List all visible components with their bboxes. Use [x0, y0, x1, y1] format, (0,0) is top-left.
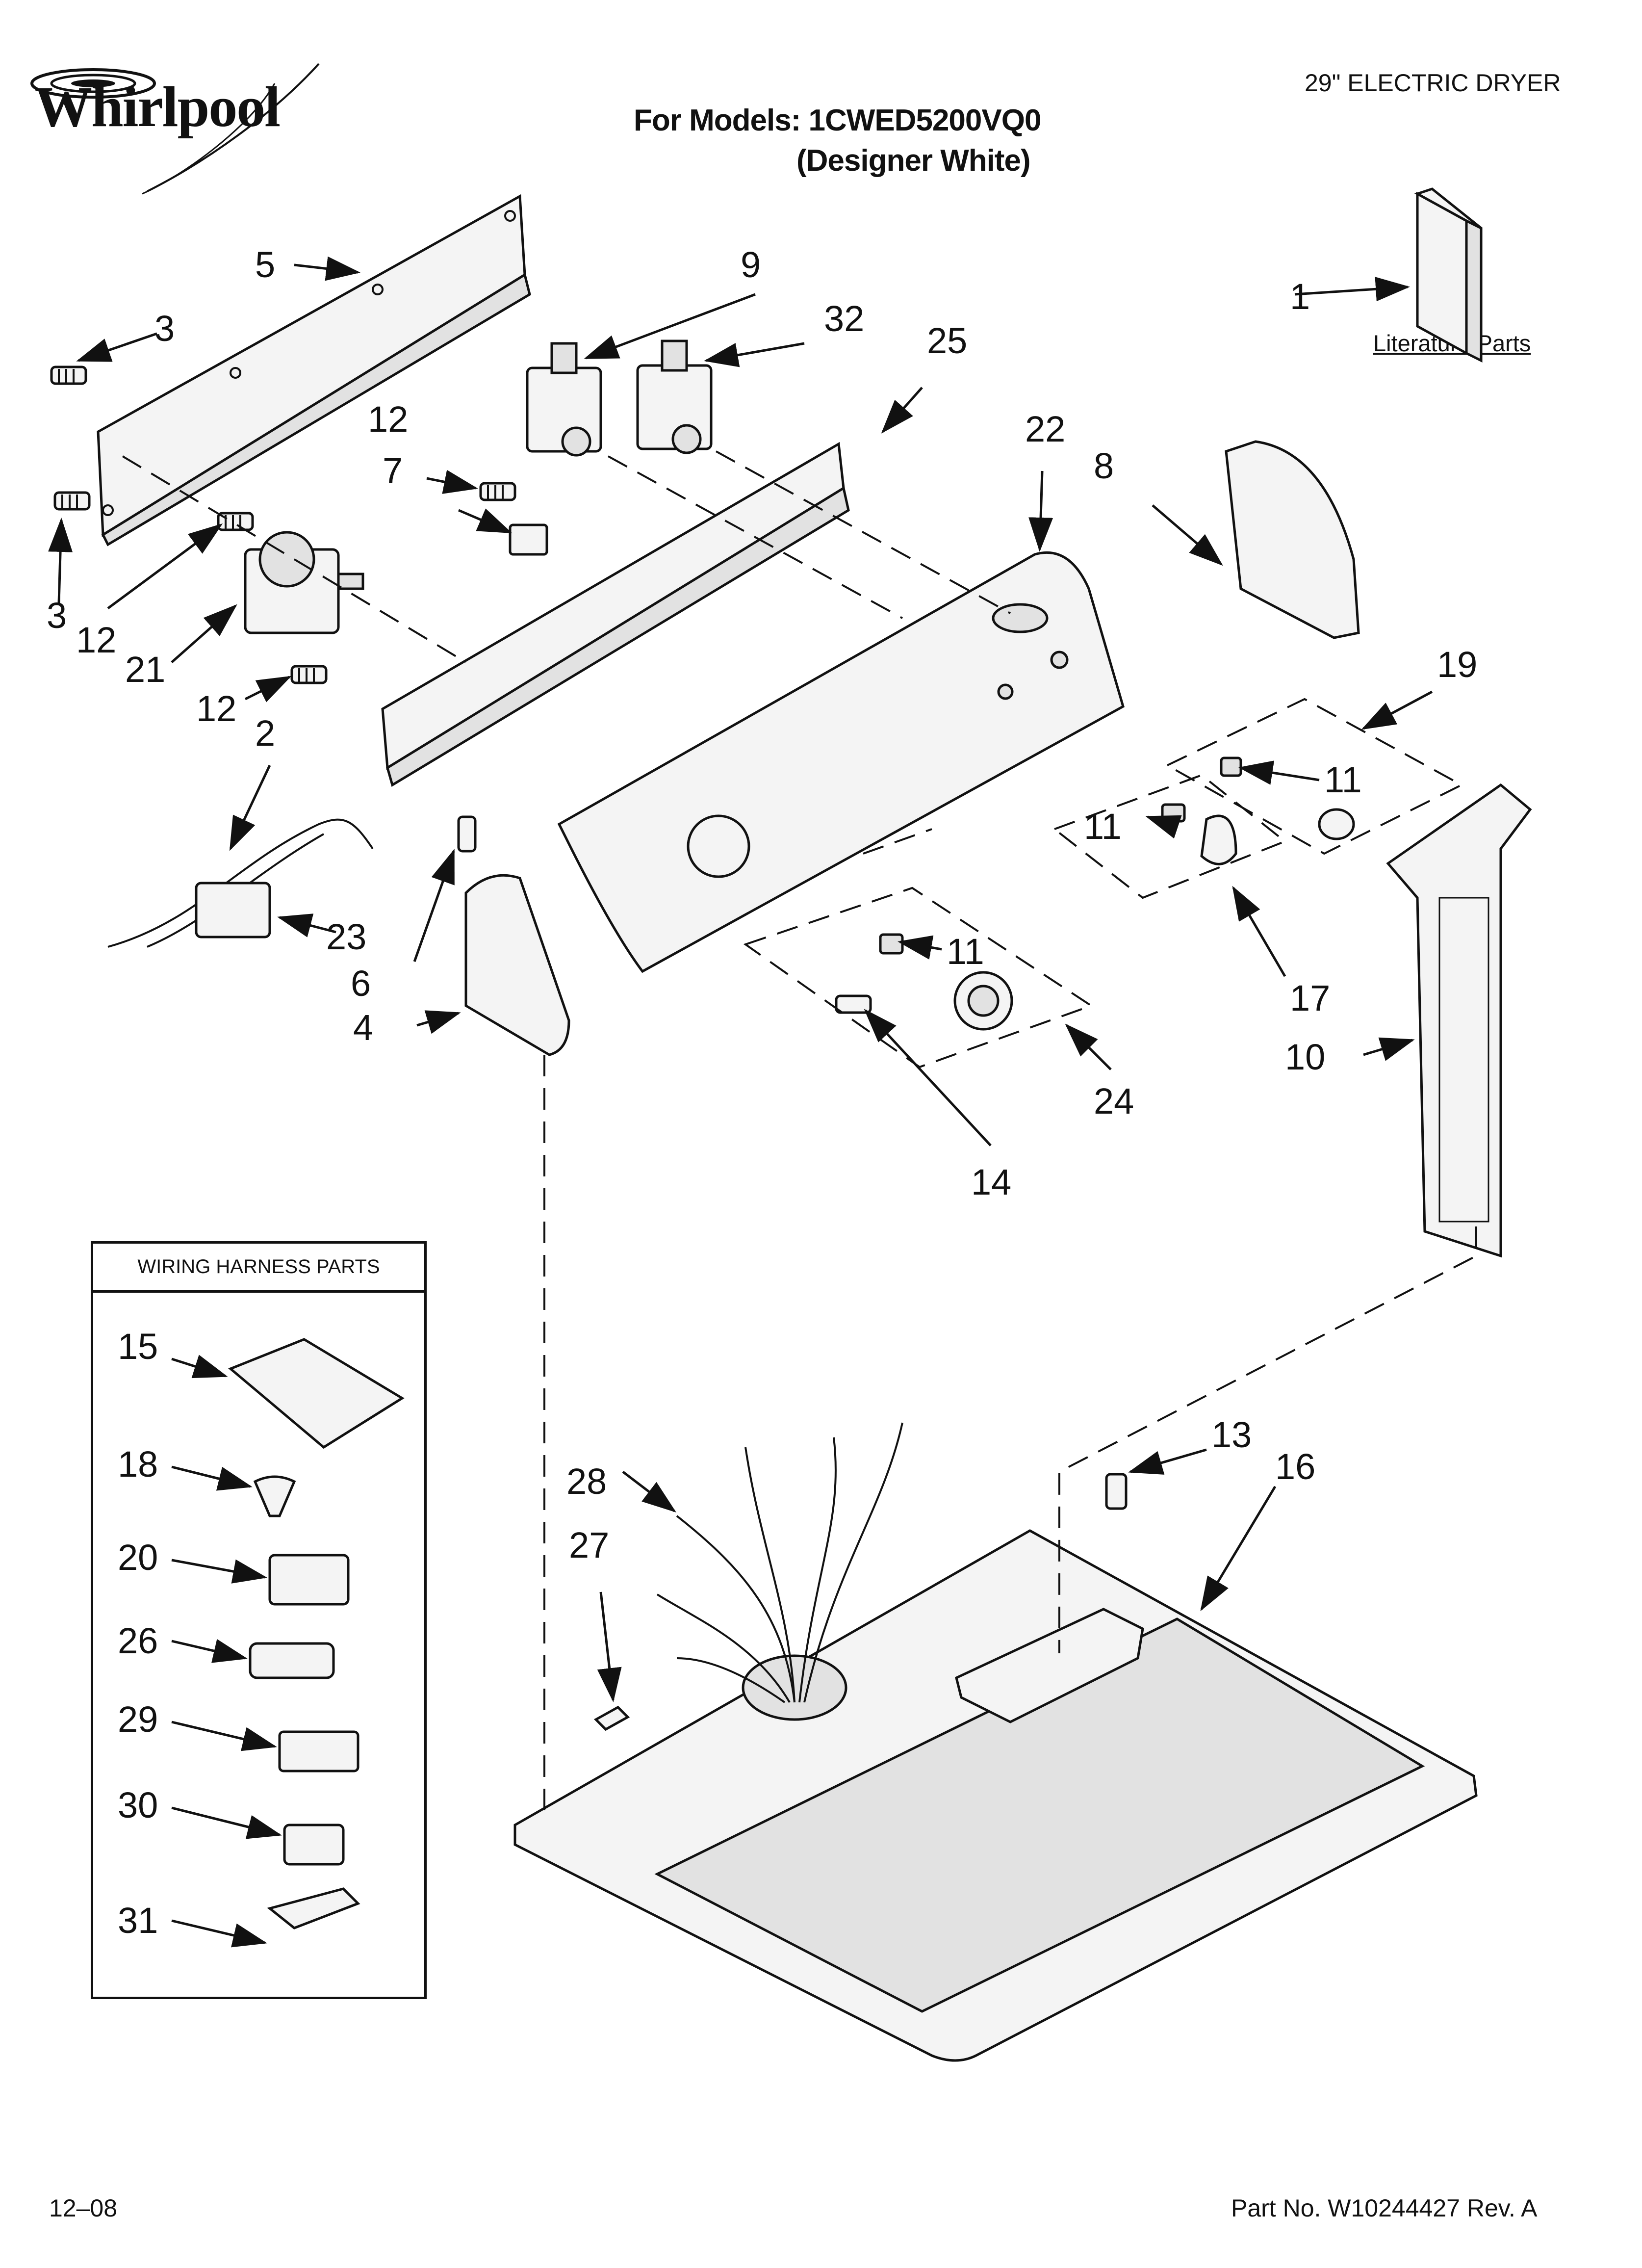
leader-arrow-icon [48, 256, 1433, 1948]
knob-17 [1161, 803, 1237, 865]
callout-11c: 11 [947, 931, 984, 972]
callout-25: 25 [927, 320, 967, 361]
top-panel [513, 1529, 1478, 2062]
color-subtitle: (Designer White) [796, 144, 1031, 178]
callout-32: 32 [824, 298, 864, 339]
sensor-27 [593, 1705, 630, 1731]
product-title: 29" ELECTRIC DRYER [1305, 69, 1561, 97]
callout-14: 14 [971, 1162, 1011, 1202]
screw-13 [1105, 1473, 1128, 1510]
callout-17: 17 [1290, 978, 1330, 1018]
harness-part-18 [253, 1475, 296, 1517]
callout-21: 21 [125, 649, 165, 690]
rotary-switch-32 [636, 339, 713, 454]
rotary-switch-9 [526, 342, 602, 457]
callout-12a: 12 [368, 399, 408, 440]
callout-11b: 11 [1084, 806, 1122, 847]
knob-24 [879, 933, 1013, 1031]
callout-6: 6 [351, 963, 371, 1004]
screw-12-a [479, 482, 516, 501]
callout-31: 31 [118, 1900, 158, 1941]
footer-date: 12–08 [49, 2194, 118, 2222]
screw-3-bottom [53, 491, 91, 511]
callout-15: 15 [118, 1326, 158, 1367]
callout-7: 7 [383, 450, 403, 491]
callout-28: 28 [566, 1461, 607, 1502]
callout-22: 22 [1025, 409, 1065, 449]
brand-swirl-icon [30, 63, 320, 195]
callout-12c: 12 [196, 688, 236, 729]
callout-10: 10 [1285, 1037, 1325, 1077]
harness-part-30 [283, 1824, 345, 1866]
callout-8: 8 [1094, 445, 1114, 486]
screw-12-b [217, 512, 254, 531]
rear-panel [97, 194, 531, 547]
screw-14 [835, 994, 872, 1014]
callout-30: 30 [118, 1785, 158, 1825]
callout-3b: 3 [47, 595, 67, 636]
callout-11a: 11 [1324, 759, 1362, 800]
callout-9: 9 [741, 244, 761, 285]
knob-17-box [1052, 774, 1287, 899]
callout-23: 23 [326, 916, 366, 957]
harness-part-31 [267, 1887, 360, 1929]
harness-part-29 [278, 1730, 359, 1773]
models-title: For Models: 1CWED5200VQ0 [634, 104, 1041, 137]
callout-4: 4 [353, 1007, 373, 1048]
switch-part [509, 523, 548, 556]
screw-3-top [50, 365, 87, 385]
callout-labels: 1 2 3 3 4 5 6 7 8 9 10 11 11 11 11 12 12… [47, 244, 1477, 1941]
control-console [557, 551, 1125, 973]
screw-6 [457, 815, 477, 853]
end-cap-right [1225, 440, 1360, 639]
alignment-lines [122, 450, 1477, 1815]
wire-harness-2 [107, 818, 374, 948]
wire-bundle-28 [656, 1422, 903, 1703]
harness-part-26 [249, 1642, 335, 1679]
wiring-harness-title: WIRING HARNESS PARTS [93, 1244, 424, 1293]
callout-19: 19 [1437, 644, 1477, 685]
harness-part-20 [268, 1554, 350, 1606]
callout-29: 29 [118, 1699, 158, 1740]
console-bracket [381, 442, 850, 787]
timer-part [244, 531, 364, 634]
screw-12-c [290, 665, 328, 684]
callout-1: 1 [1290, 276, 1310, 317]
literature-booklet [1414, 187, 1483, 363]
callout-5: 5 [255, 244, 275, 285]
callout-26: 26 [118, 1620, 158, 1661]
callout-12b: 12 [76, 620, 116, 660]
knob-24-box [743, 886, 1094, 1069]
callout-24: 24 [1094, 1081, 1134, 1121]
callout-18: 18 [118, 1444, 158, 1485]
brand-logo: Whirlpool [34, 75, 281, 139]
end-cap-left [464, 874, 570, 1056]
lint-screen [1386, 783, 1532, 1258]
callout-27: 27 [569, 1525, 609, 1565]
knob-19-box [1165, 698, 1464, 855]
callout-3a: 3 [154, 308, 175, 349]
harness-part-15 [228, 1338, 405, 1449]
footer-part-number: Part No. W10244427 Rev. A [1231, 2194, 1538, 2222]
callout-16: 16 [1275, 1446, 1315, 1487]
callout-13: 13 [1211, 1414, 1252, 1455]
callout-2: 2 [255, 713, 275, 754]
wiring-harness-box: WIRING HARNESS PARTS [91, 1241, 427, 1999]
callout-20: 20 [118, 1537, 158, 1578]
